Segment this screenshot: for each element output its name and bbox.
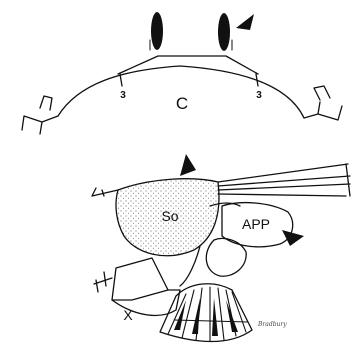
arrowhead-app xyxy=(282,230,304,246)
label-seta-left: 3 xyxy=(120,90,126,101)
label-segment: X xyxy=(123,307,133,323)
right-eye xyxy=(218,13,230,51)
label-appendix: APP xyxy=(242,216,270,232)
left-eye xyxy=(151,12,163,50)
label-sclerite: So xyxy=(161,208,178,224)
left-limb xyxy=(22,96,58,134)
left-rod xyxy=(92,188,118,196)
right-limb xyxy=(304,86,342,120)
artist-signature: Bradbury xyxy=(257,321,287,328)
segment-x xyxy=(112,258,168,300)
attachment-bulge xyxy=(206,239,246,277)
label-seta-right: 3 xyxy=(256,90,262,101)
arrowhead-sclerite xyxy=(180,154,196,176)
label-carapace: C xyxy=(176,94,188,113)
carapace-drawing xyxy=(22,40,342,134)
left-seta-tick xyxy=(120,74,122,86)
arrowhead-eye xyxy=(236,14,254,30)
seta-fan xyxy=(218,164,350,196)
gill-fan xyxy=(160,284,252,342)
